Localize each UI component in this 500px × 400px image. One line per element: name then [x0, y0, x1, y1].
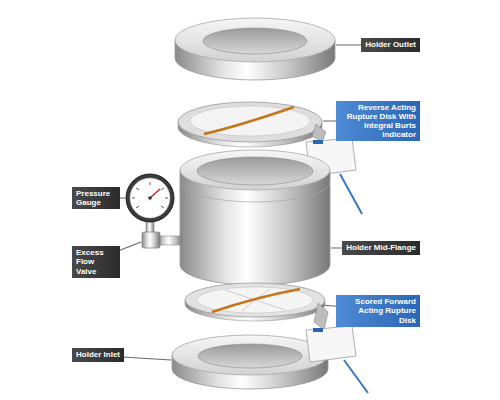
gauge-tick: [161, 206, 164, 208]
disk-ring: [185, 283, 325, 317]
inlet-ring: [172, 335, 328, 389]
part-label: Scored Forward Acting Rupture Disk: [355, 297, 416, 324]
gauge-tick: [150, 182, 151, 185]
ring-bore: [203, 28, 307, 54]
part-label: Holder Inlet: [76, 350, 120, 359]
gauge-tick: [165, 198, 168, 199]
indicator-wire: [344, 360, 368, 393]
gauge-tick: [132, 198, 135, 199]
ring-face: [172, 335, 328, 375]
part-label: Reverse Acting Rupture Disk With Integra…: [347, 103, 416, 140]
outlet-ring: [175, 18, 335, 80]
burst-indicator-strip: [212, 289, 300, 312]
gauge-hub: [148, 196, 152, 200]
disk-dome: [197, 287, 313, 313]
gauge-dial: [130, 178, 170, 218]
gauge-tick: [161, 188, 164, 190]
gauge-rim: [126, 174, 174, 222]
excess-flow-valve: [142, 232, 160, 248]
indicator-box: [306, 326, 356, 362]
ring-face: [175, 18, 335, 62]
gauge-tick: [136, 188, 139, 190]
part-label: Excess Flow Valve: [76, 248, 104, 275]
disk-dome: [190, 106, 310, 136]
indicator-bracket: [314, 303, 328, 330]
mid-flange: [180, 150, 330, 285]
label-tag: Excess Flow Valve: [72, 246, 120, 278]
indicator-badge: [313, 140, 323, 144]
indicator-badge: [313, 328, 323, 332]
gauge-tick: [136, 206, 139, 208]
gauge-ticks: [132, 182, 168, 208]
indicator-bracket: [312, 124, 326, 142]
part-label: Holder Mid-Flange: [346, 243, 416, 252]
label-tag: Reverse Acting Rupture Disk With Integra…: [336, 101, 420, 142]
ring-bore: [198, 344, 302, 368]
burst-indicator-strip: [204, 107, 294, 134]
indicator-wire: [340, 174, 362, 214]
label-tag: Holder Outlet: [361, 38, 420, 51]
part-label: Pressure Gauge: [76, 189, 110, 207]
gauge-needle: [150, 189, 160, 198]
part-label: Holder Outlet: [365, 40, 416, 49]
label-tag: Pressure Gauge: [72, 187, 120, 209]
flange-face: [180, 150, 330, 190]
label-tag: Holder Inlet: [72, 348, 124, 361]
flange-bore: [197, 157, 313, 185]
side-pipe: [158, 236, 182, 245]
disk-ring: [178, 102, 322, 142]
label-tag: Scored Forward Acting Rupture Disk: [336, 295, 420, 327]
label-tag: Holder Mid-Flange: [342, 241, 420, 254]
gauge-assembly: [126, 174, 182, 248]
